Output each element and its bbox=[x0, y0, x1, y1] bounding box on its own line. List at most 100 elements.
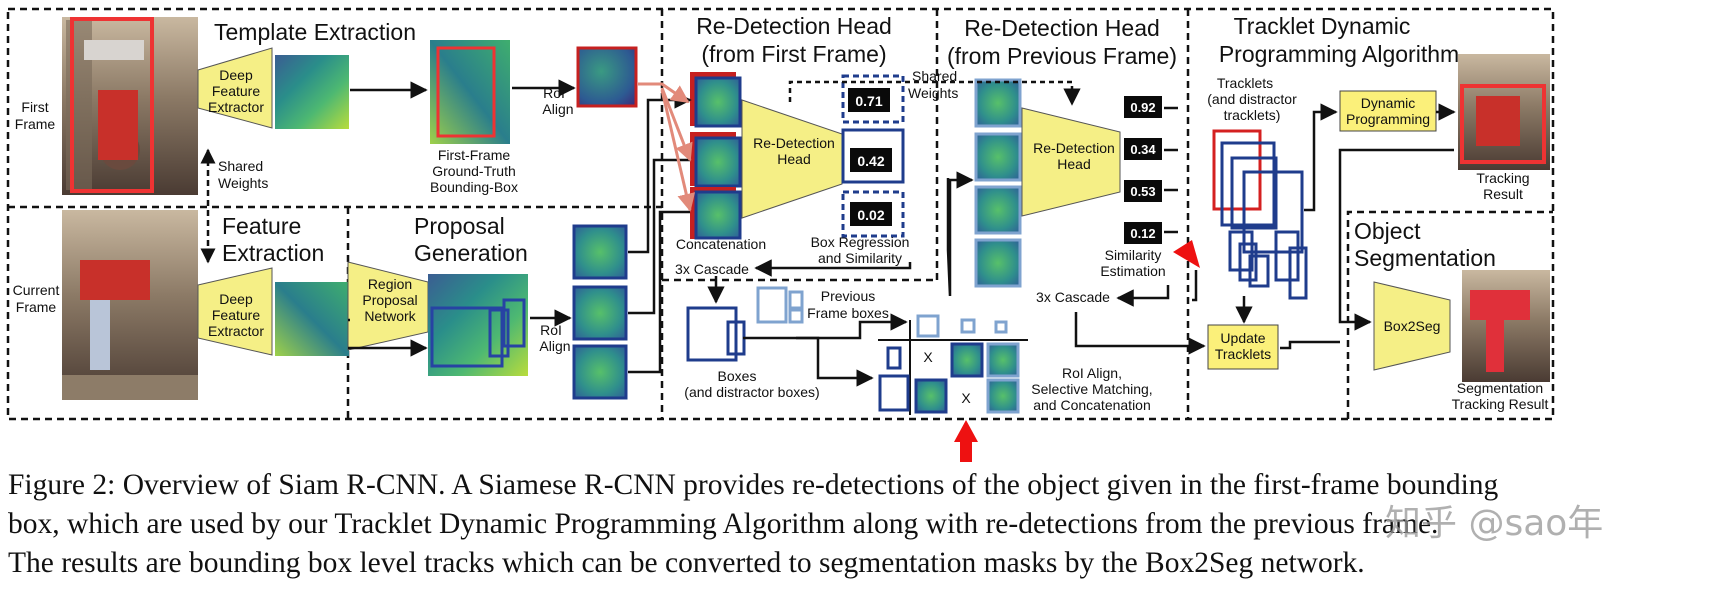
heading-object-segmentation-1: Object bbox=[1354, 218, 1421, 244]
label-rpn-3: Network bbox=[364, 308, 416, 324]
caption-line-1: Figure 2: Overview of Siam R-CNN. A Siam… bbox=[8, 469, 1499, 501]
figure-caption: Figure 2: Overview of Siam R-CNN. A Siam… bbox=[8, 466, 1720, 583]
label-box-regression-1: Box Regression bbox=[811, 234, 910, 250]
score-prev-1: 0.92 bbox=[1130, 100, 1155, 115]
label-first-frame-2: Frame bbox=[15, 116, 56, 132]
label-redet-head-first-2: Head bbox=[777, 151, 810, 167]
matching-illustration bbox=[686, 286, 1028, 415]
label-dp-2: Programming bbox=[1346, 111, 1430, 127]
label-dfe-bottom-3: Extractor bbox=[208, 323, 264, 339]
score-prev-3: 0.53 bbox=[1130, 184, 1155, 199]
watermark: 知乎 @sao年 bbox=[1385, 503, 1604, 544]
score-first-2: 0.42 bbox=[857, 153, 884, 169]
feature-stack-previous bbox=[974, 78, 1022, 288]
label-tracklets-2: (and distractor bbox=[1207, 91, 1297, 107]
label-gt-2: Ground-Truth bbox=[432, 163, 516, 179]
label-current-frame-1: Current bbox=[13, 282, 60, 298]
score-prev-4: 0.12 bbox=[1130, 226, 1155, 241]
redetection-head-first bbox=[741, 99, 843, 219]
label-shared-weights-head-1: Shared bbox=[912, 68, 957, 84]
label-dfe-top-1: Deep bbox=[219, 67, 253, 83]
connectors bbox=[200, 79, 1456, 387]
label-roi-top-1: RoI bbox=[543, 85, 565, 101]
label-current-frame-2: Frame bbox=[16, 299, 57, 315]
label-roi-matching-3: and Concatenation bbox=[1033, 397, 1151, 413]
heading-feature-extraction-2: Extraction bbox=[222, 240, 324, 266]
label-cascade-prev: 3x Cascade bbox=[1036, 289, 1110, 305]
label-similarity-1: Similarity bbox=[1105, 247, 1162, 263]
label-boxes-1: Boxes bbox=[718, 368, 757, 384]
label-dfe-bottom-2: Feature bbox=[212, 307, 260, 323]
label-seg-result-1: Segmentation bbox=[1457, 380, 1543, 396]
score-first-1: 0.71 bbox=[855, 93, 882, 109]
label-prev-boxes-2: Frame boxes bbox=[807, 305, 889, 321]
caption-line-3: The results are bounding box level track… bbox=[8, 547, 1365, 579]
label-roi-matching-1: RoI Align, bbox=[1062, 365, 1122, 381]
label-redet-head-first-1: Re-Detection bbox=[753, 135, 835, 151]
score-prev-2: 0.34 bbox=[1130, 142, 1156, 157]
label-update-1: Update bbox=[1220, 330, 1265, 346]
heading-proposal-generation-2: Generation bbox=[414, 240, 528, 266]
label-times-2: X bbox=[961, 390, 971, 406]
label-seg-result-2: Tracking Result bbox=[1452, 396, 1549, 412]
tracking-result-photo bbox=[1458, 54, 1550, 170]
box2seg-trapezoid bbox=[1373, 281, 1451, 371]
label-prev-boxes-1: Previous bbox=[821, 288, 875, 304]
caption-line-2: box, which are used by our Tracklet Dyna… bbox=[8, 508, 1439, 540]
segmentation-result-photo bbox=[1462, 270, 1550, 382]
label-cascade-first: 3x Cascade bbox=[675, 261, 749, 277]
deep-feature-extractor-top bbox=[197, 47, 349, 129]
deep-feature-extractor-bottom bbox=[197, 267, 349, 356]
label-box2seg: Box2Seg bbox=[1384, 318, 1441, 334]
label-dfe-top-3: Extractor bbox=[208, 99, 264, 115]
heading-tdpa-2: Programming Algorithm bbox=[1219, 41, 1459, 67]
label-tracklets-1: Tracklets bbox=[1217, 75, 1273, 91]
dynamic-programming-box bbox=[1339, 90, 1437, 132]
label-shared-weights-2: Weights bbox=[218, 175, 268, 191]
current-frame-photo bbox=[62, 210, 198, 400]
heading-redet-prev-1: Re-Detection Head bbox=[964, 15, 1160, 41]
label-roi-bottom-2: Align bbox=[539, 338, 570, 354]
heading-feature-extraction-1: Feature bbox=[222, 213, 301, 239]
proposal-feature-stack bbox=[572, 224, 628, 400]
label-similarity-2: Estimation bbox=[1100, 263, 1165, 279]
label-roi-top-2: Align bbox=[542, 101, 573, 117]
label-roi-bottom-1: RoI bbox=[540, 322, 562, 338]
label-rpn-1: Region bbox=[368, 276, 412, 292]
tracklets-illustration bbox=[1212, 129, 1308, 300]
red-annotation-arrows bbox=[954, 240, 1200, 462]
heading-redet-first-1: Re-Detection Head bbox=[696, 13, 892, 39]
label-concatenation: Concatenation bbox=[676, 236, 766, 252]
label-redet-head-prev-1: Re-Detection bbox=[1033, 140, 1115, 156]
label-dfe-top-2: Feature bbox=[212, 83, 260, 99]
label-shared-weights-head-2: Weights bbox=[908, 85, 958, 101]
label-dp-1: Dynamic bbox=[1361, 95, 1415, 111]
label-roi-matching-2: Selective Matching, bbox=[1031, 381, 1152, 397]
label-rpn-2: Proposal bbox=[362, 292, 417, 308]
red-connectors bbox=[638, 82, 696, 212]
heading-redet-first-2: (from First Frame) bbox=[701, 41, 886, 67]
diagram-text: Template Extraction Re-Detection Head (f… bbox=[13, 13, 1549, 413]
label-tracking-result-2: Result bbox=[1483, 186, 1523, 202]
label-tracklets-3: tracklets) bbox=[1224, 107, 1281, 123]
heading-object-segmentation-2: Segmentation bbox=[1354, 245, 1496, 271]
label-update-2: Tracklets bbox=[1215, 346, 1271, 362]
label-boxes-2: (and distractor boxes) bbox=[684, 384, 819, 400]
concatenation-stack-first bbox=[690, 72, 742, 240]
score-boxes-previous bbox=[1124, 96, 1162, 244]
label-dfe-bottom-1: Deep bbox=[219, 291, 253, 307]
heading-redet-prev-2: (from Previous Frame) bbox=[947, 43, 1177, 69]
first-frame-photo bbox=[62, 17, 198, 195]
first-frame-feature-map bbox=[430, 40, 510, 144]
label-first-frame-1: First bbox=[21, 99, 48, 115]
label-times-1: X bbox=[923, 349, 933, 365]
label-redet-head-prev-2: Head bbox=[1057, 156, 1090, 172]
heading-tdpa-1: Tracklet Dynamic bbox=[1234, 13, 1411, 39]
label-gt-3: Bounding-Box bbox=[430, 179, 518, 195]
region-proposal-network bbox=[347, 261, 528, 376]
redetection-head-previous bbox=[1021, 107, 1121, 217]
label-tracking-result-1: Tracking bbox=[1476, 170, 1529, 186]
heading-proposal-generation-1: Proposal bbox=[414, 213, 505, 239]
label-shared-weights-1: Shared bbox=[218, 158, 263, 174]
